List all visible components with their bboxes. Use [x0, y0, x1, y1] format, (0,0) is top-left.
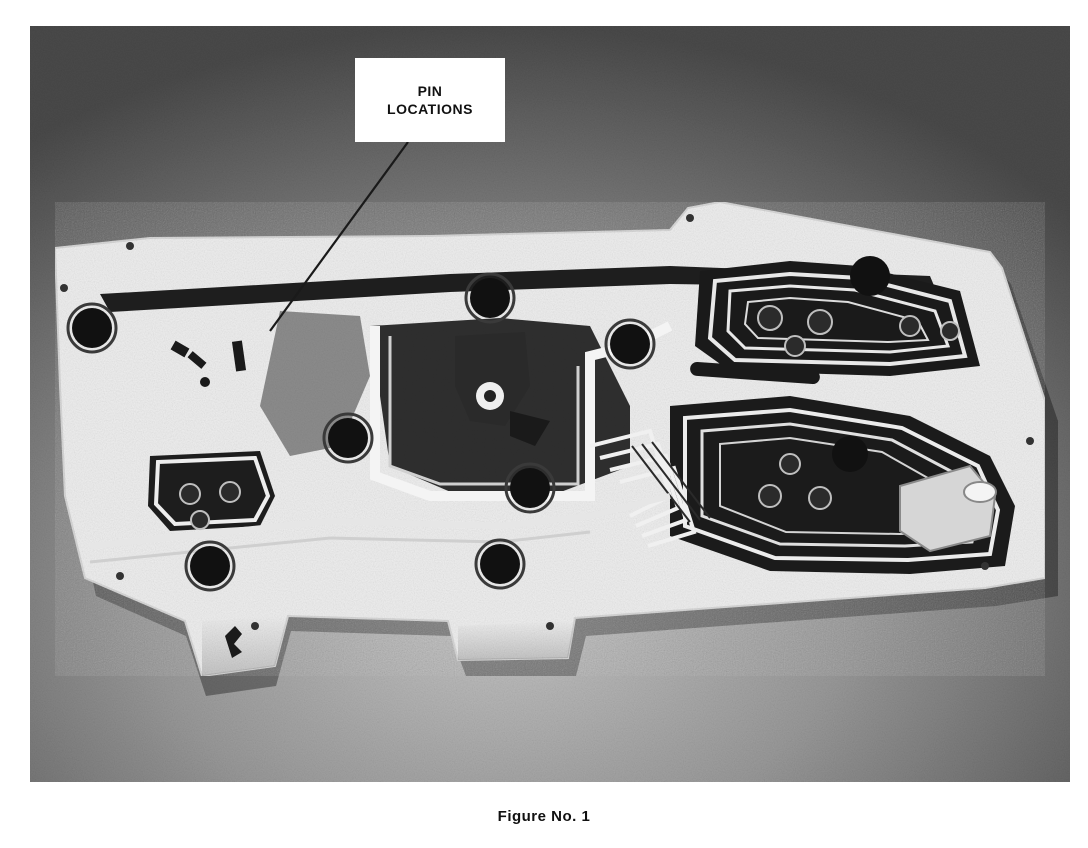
callout-leader-line [269, 141, 409, 332]
bulb-sockets [72, 256, 890, 586]
bottom-left-trace [148, 451, 275, 531]
callout-label-box: PIN LOCATIONS [355, 58, 505, 142]
connector-bar [690, 361, 820, 385]
gauge-bulbs [179, 305, 960, 530]
callout-line-2: LOCATIONS [387, 101, 473, 117]
center-bracket [455, 332, 530, 426]
photograph [30, 26, 1070, 782]
callout-line-1: PIN [417, 83, 443, 99]
callout-text: PIN LOCATIONS [387, 82, 473, 118]
pin-contacts [170, 340, 247, 387]
figure-caption: Figure No. 1 [497, 808, 591, 825]
lower-tab-mark [225, 626, 242, 658]
